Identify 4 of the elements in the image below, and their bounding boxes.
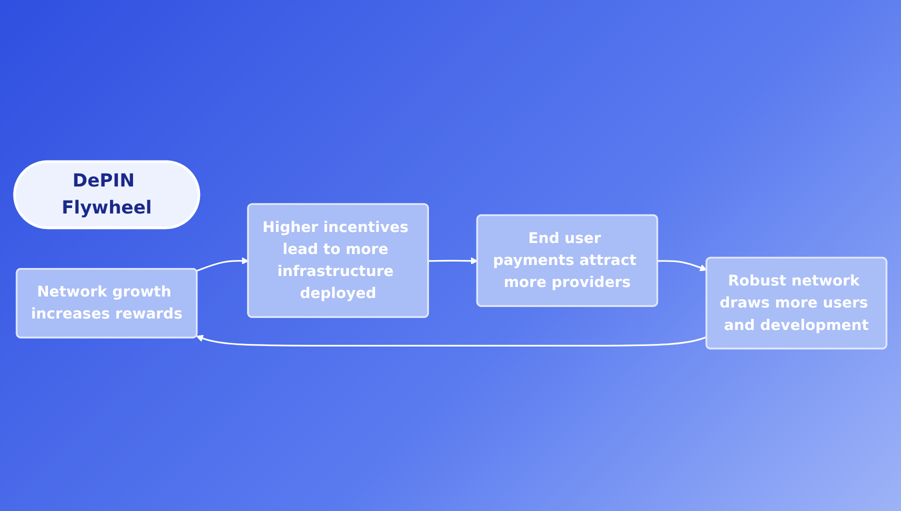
arrow [196, 258, 249, 272]
arrow [196, 335, 708, 347]
arrow [658, 260, 708, 272]
arrow [428, 258, 478, 265]
